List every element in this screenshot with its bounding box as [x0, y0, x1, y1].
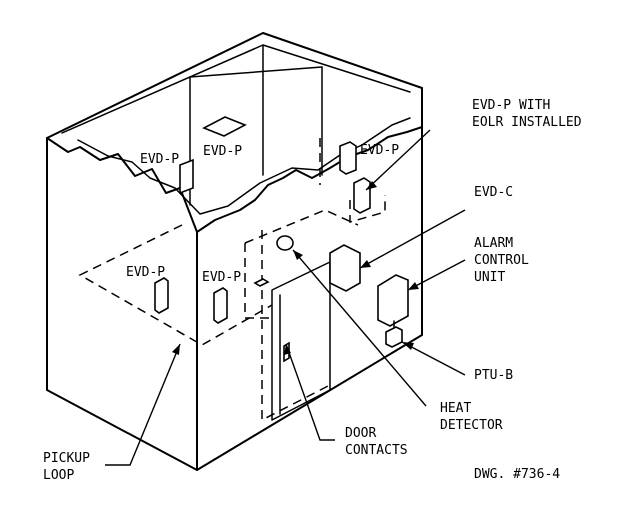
evd-p-eolr-sensor	[353, 177, 371, 214]
label-heat-line2: DETECTOR	[440, 418, 503, 433]
leader-lines	[105, 129, 466, 466]
label-evd-p-left-wall: EVD-P	[140, 152, 179, 167]
label-door-line1: DOOR	[345, 426, 376, 441]
evd-p-back-wall-sensor	[339, 141, 357, 175]
heat-detector-device	[276, 235, 294, 251]
evd-p-ceiling-sensor	[202, 116, 247, 137]
label-evd-p-front-wall: EVD-P	[202, 270, 241, 285]
label-evd-p-eolr-line2: EOLR INSTALLED	[472, 115, 582, 130]
label-evd-c: EVD-C	[474, 185, 513, 200]
label-evd-p-eolr-line1: EVD-P WITH	[472, 98, 550, 113]
ptu-b-device	[385, 326, 403, 348]
label-alarm-line2: CONTROL	[474, 253, 529, 268]
door-contacts-device	[253, 278, 270, 287]
pickup-loop-wiring	[78, 138, 386, 422]
label-evd-p-floor: EVD-P	[126, 265, 165, 280]
label-door-line2: CONTACTS	[345, 443, 408, 458]
label-pickup-line2: LOOP	[43, 468, 74, 483]
evd-p-left-wall-sensor	[179, 158, 194, 195]
evd-p-front-wall-sensor	[213, 287, 228, 324]
label-alarm-line3: UNIT	[474, 270, 505, 285]
cutaway-edge	[46, 117, 423, 233]
arrowheads	[172, 181, 419, 355]
label-pickup-line1: PICKUP	[43, 451, 90, 466]
label-evd-p-ceiling: EVD-P	[203, 144, 242, 159]
alarm-control-unit-device	[377, 274, 409, 327]
label-ptu-b: PTU-B	[474, 368, 513, 383]
drawing-number: DWG. #736-4	[474, 467, 560, 482]
label-evd-p-back-wall: EVD-P	[360, 143, 399, 158]
vault-outline	[46, 32, 423, 471]
label-alarm-line1: ALARM	[474, 236, 513, 251]
evd-c-sensor	[329, 244, 361, 292]
label-heat-line1: HEAT	[440, 401, 471, 416]
evd-p-floor-sensor	[154, 277, 169, 314]
